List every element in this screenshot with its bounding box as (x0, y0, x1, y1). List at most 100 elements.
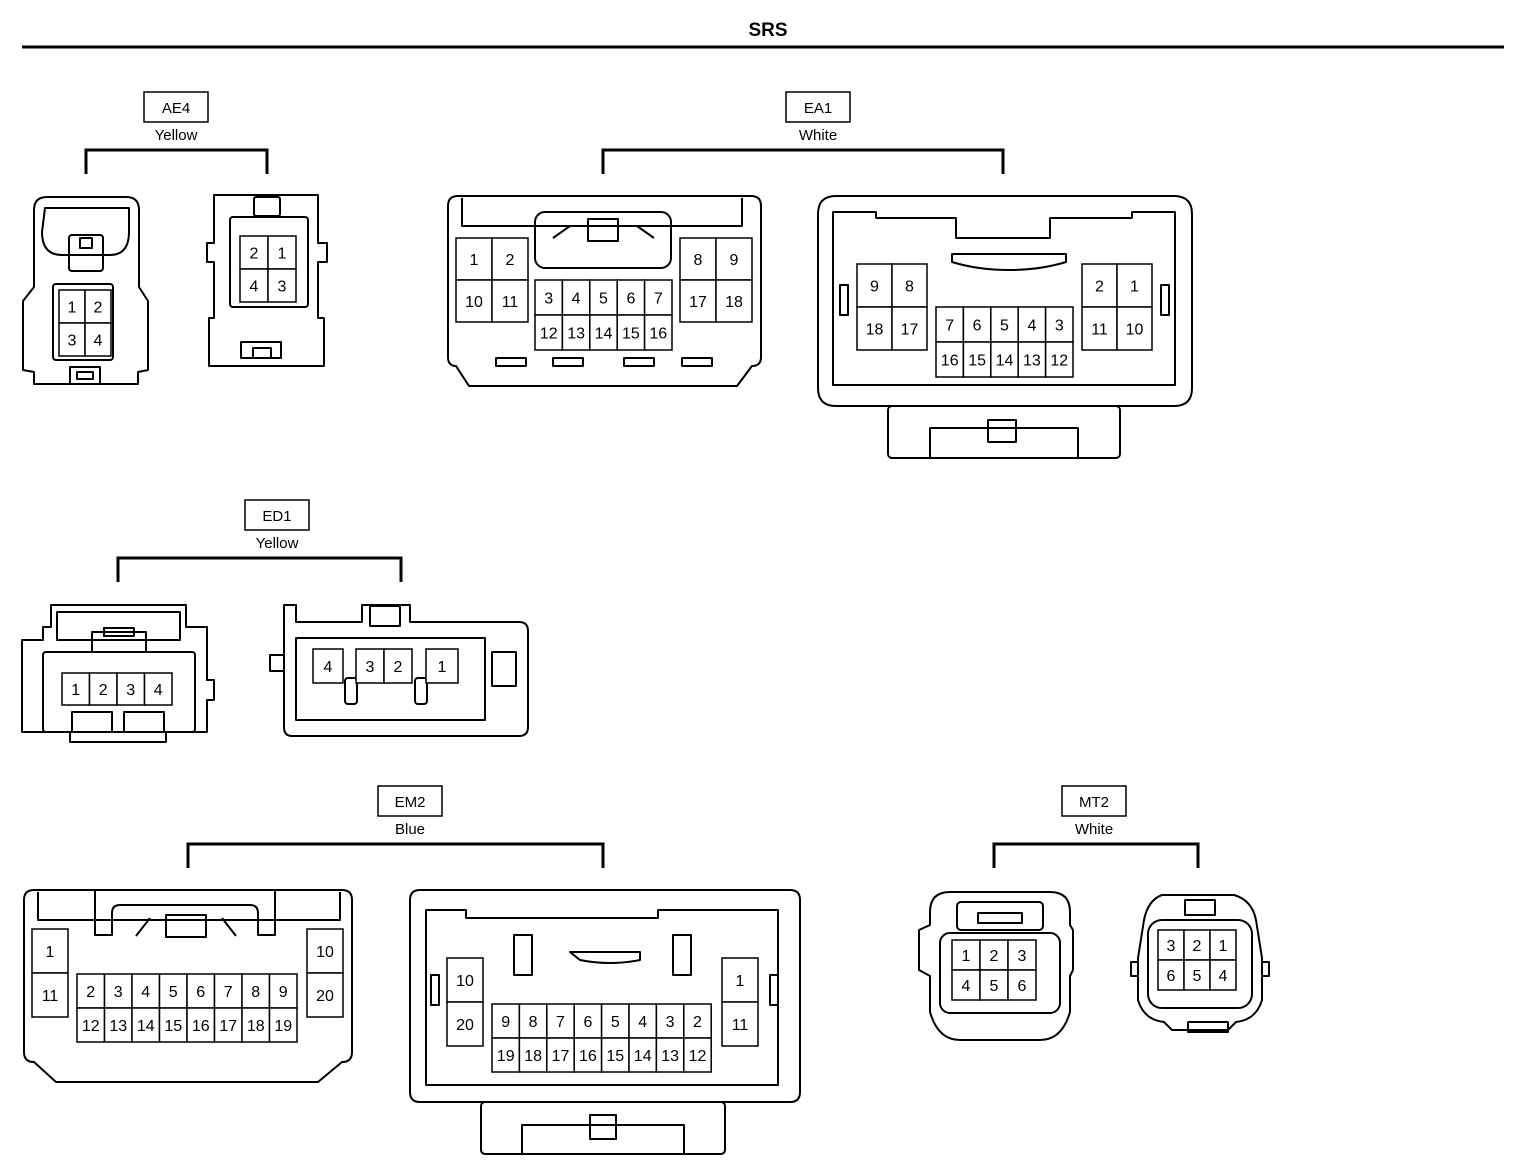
pin-number: 1 (736, 973, 745, 990)
pin-number: 5 (599, 291, 608, 308)
pin-cell (1044, 341, 1074, 378)
ed1-female-side-latch (491, 651, 517, 687)
ea1-male-latch-arms (552, 225, 655, 239)
connector-code-box (785, 91, 851, 123)
pin-cell (267, 268, 297, 303)
em2-male-housing (23, 889, 353, 1083)
pin-number: 2 (1095, 279, 1104, 296)
connector-code-label: EM2 (395, 794, 426, 811)
pin-cell (573, 1037, 603, 1073)
pin-cell (951, 939, 981, 971)
ed1-male-foot (123, 711, 165, 733)
ae4-male-slot-inner (76, 371, 94, 380)
pin-number: 14 (634, 1048, 652, 1065)
pin-number: 3 (278, 279, 287, 296)
pin-number: 1 (1219, 938, 1228, 955)
ea1-male-housing (447, 195, 762, 387)
pin-number: 2 (693, 1014, 702, 1031)
pin-cell (616, 314, 646, 351)
pin-cell (589, 314, 618, 351)
pin-number: 5 (1000, 318, 1009, 335)
pin-cell (518, 1003, 548, 1039)
pin-number: 2 (86, 984, 95, 1001)
pin-number: 8 (529, 1014, 538, 1031)
em2-male-latch-tab (165, 914, 207, 938)
pin-cell (213, 973, 243, 1009)
mt2-female-lock-tab (1187, 1021, 1229, 1033)
pin-number: 11 (502, 294, 519, 311)
pin-cell (546, 1037, 575, 1073)
pin-cell (312, 648, 344, 684)
pin-cell (561, 314, 591, 351)
pin-cell (1209, 959, 1237, 991)
pin-cell (1044, 306, 1074, 343)
ae4-female-latch (253, 196, 281, 217)
connector-code-label: ED1 (262, 508, 291, 525)
em2-female-side-slot (769, 974, 779, 1006)
pin-cell (1116, 306, 1153, 351)
pin-number: 19 (274, 1018, 292, 1035)
pin-number: 1 (71, 682, 80, 699)
pin-cell (1116, 263, 1153, 308)
pin-number: 2 (1193, 938, 1202, 955)
pin-number: 7 (556, 1014, 565, 1031)
ae4-male-lock (68, 234, 104, 272)
pin-number: 16 (192, 1018, 210, 1035)
mt2-male-latch-tab (977, 912, 1023, 924)
connector-code-label: EA1 (804, 100, 832, 117)
ea1-female-lock-housing (887, 405, 1121, 459)
pin-number: 18 (524, 1048, 542, 1065)
ae4-male-cavity (52, 283, 114, 361)
pin-cell (951, 969, 981, 1001)
em2-female-cavity (425, 909, 779, 1086)
pin-number: 18 (725, 294, 743, 311)
ea1-male-foot (495, 357, 527, 367)
page-title: SRS (748, 20, 788, 41)
pin-number: 3 (1167, 938, 1176, 955)
pin-number: 11 (1091, 322, 1108, 339)
ea1-male-foot (552, 357, 584, 367)
pin-number: 9 (730, 252, 739, 269)
connector-code-label: AE4 (162, 100, 190, 117)
pin-cell (355, 648, 385, 684)
connector-color-label: Yellow (155, 127, 198, 144)
pin-number: 1 (68, 300, 77, 317)
pin-number: 3 (1055, 318, 1064, 335)
pin-cell (61, 672, 91, 706)
em2-male-latch-frame (94, 890, 276, 936)
pin-cell (58, 289, 86, 324)
pin-cell (534, 279, 564, 316)
ed1-female-cavity (295, 637, 486, 721)
pin-number: 15 (606, 1048, 624, 1065)
connector-color-label: Blue (395, 821, 425, 838)
pin-number: 4 (94, 333, 103, 350)
ae4-male-latch (41, 207, 130, 256)
mt2-female-side-tab (1130, 961, 1139, 977)
pin-number: 17 (552, 1048, 570, 1065)
pin-number: 4 (154, 682, 163, 699)
pin-cell (721, 1001, 759, 1047)
pin-number: 17 (689, 294, 707, 311)
pin-cell (84, 289, 112, 324)
ea1-female-cavity (832, 211, 1176, 386)
pin-cell (455, 237, 493, 281)
pin-number: 9 (870, 279, 879, 296)
pin-number: 4 (1027, 318, 1036, 335)
ae4-female-lock-tab (252, 347, 272, 359)
pin-number: 4 (962, 978, 971, 995)
pin-number: 1 (46, 944, 55, 961)
pin-number: 14 (996, 353, 1014, 370)
pin-number: 4 (638, 1014, 647, 1031)
connector-color-label: White (1075, 821, 1113, 838)
pin-cell (518, 1037, 548, 1073)
pin-number: 3 (544, 291, 553, 308)
pin-cell (31, 928, 69, 974)
em2-female-side-slot (430, 974, 440, 1006)
pin-number: 18 (866, 322, 884, 339)
pin-number: 10 (465, 294, 483, 311)
pin-number: 7 (224, 984, 233, 1001)
mt2-female-side-tab (1261, 961, 1270, 977)
pin-cell (143, 672, 173, 706)
pin-number: 19 (497, 1048, 515, 1065)
